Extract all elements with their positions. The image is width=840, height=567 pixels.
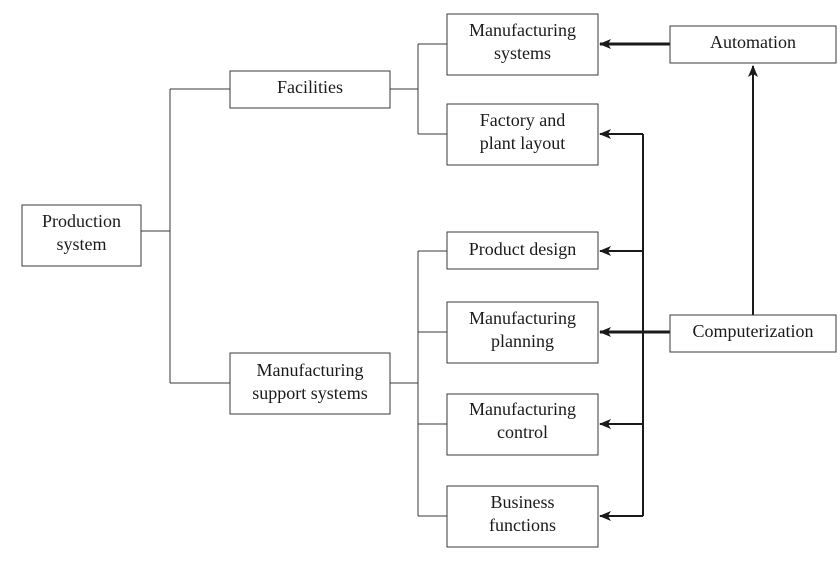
node-automation: Automation <box>669 25 837 64</box>
node-business-functions: Business functions <box>446 485 599 548</box>
connector-production-system <box>141 88 230 384</box>
node-computerization-line-1: Computerization <box>693 321 814 341</box>
node-facilities: Facilities <box>229 70 391 109</box>
node-factory-plant-layout: Factory and plant layout <box>446 103 599 166</box>
node-manufacturing-support-systems-line-2: support systems <box>252 383 368 403</box>
node-manufacturing-support-systems: Manufacturing support systems <box>229 352 391 415</box>
node-factory-plant-layout-line-2: plant layout <box>480 133 565 153</box>
node-manufacturing-systems: Manufacturing systems <box>446 13 599 76</box>
node-product-design-line-1: Product design <box>469 239 577 259</box>
node-automation-line-1: Automation <box>710 32 796 52</box>
node-manufacturing-control-line-2: control <box>497 422 548 442</box>
node-business-functions-line-1: Business <box>490 492 554 512</box>
node-production-system-line-1: Production <box>42 211 121 231</box>
node-factory-plant-layout-line-1: Factory and <box>480 110 565 130</box>
node-manufacturing-support-systems-line-1: Manufacturing <box>257 360 364 380</box>
node-manufacturing-planning-line-1: Manufacturing <box>469 308 576 328</box>
node-manufacturing-control: Manufacturing control <box>446 393 599 456</box>
node-manufacturing-systems-line-2: systems <box>494 43 551 63</box>
node-production-system: Production system <box>21 204 142 267</box>
tree-connectors <box>141 43 447 517</box>
node-production-system-line-2: system <box>56 234 106 254</box>
connector-support-systems <box>390 250 447 517</box>
arrow-connectors <box>599 39 758 521</box>
node-manufacturing-planning-line-2: planning <box>491 331 554 351</box>
node-manufacturing-systems-line-1: Manufacturing <box>469 20 576 40</box>
node-facilities-line-1: Facilities <box>277 77 343 97</box>
node-manufacturing-control-line-1: Manufacturing <box>469 399 576 419</box>
node-business-functions-line-2: functions <box>489 515 556 535</box>
node-computerization: Computerization <box>669 314 837 353</box>
connector-facilities <box>390 43 447 135</box>
node-product-design: Product design <box>446 231 599 270</box>
node-manufacturing-planning: Manufacturing planning <box>446 301 599 364</box>
